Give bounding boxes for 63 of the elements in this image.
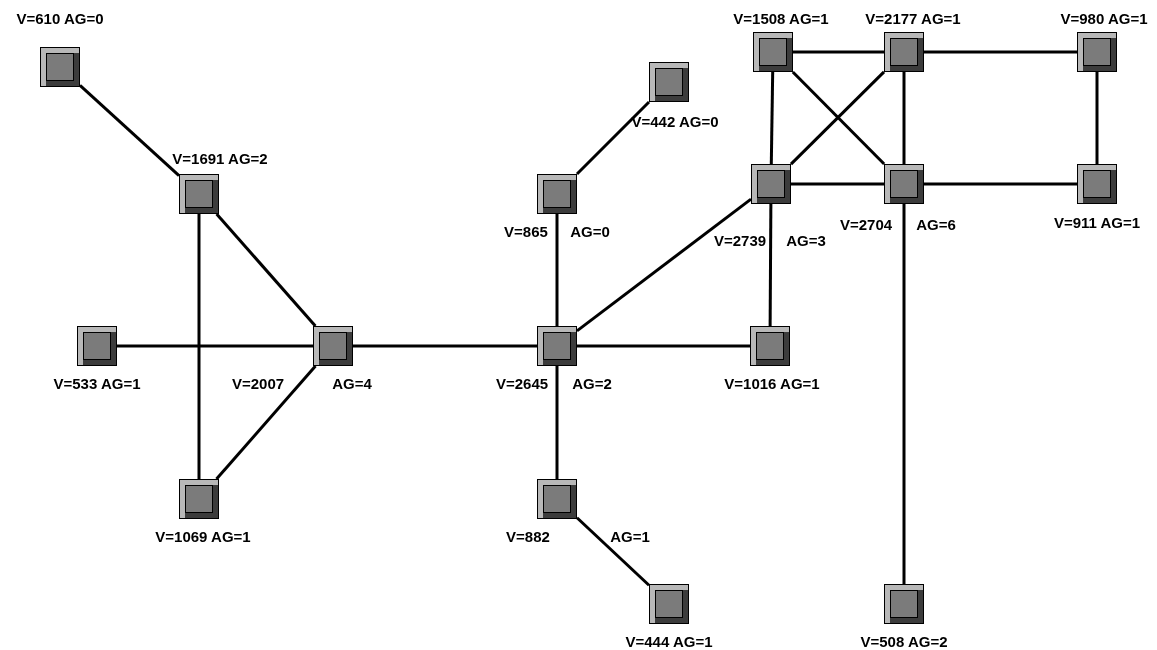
node-caption: V=2645 [495,374,549,392]
connector-line [793,50,884,54]
node-caption: V=882 [506,527,550,545]
node-caption: V=2704 [839,215,893,233]
node-caption: V=1069 AG=1 [155,527,251,545]
connector-line [1095,72,1099,164]
node-square [751,164,791,204]
connector-line [577,344,750,348]
node-square [77,326,117,366]
connector-line [791,182,884,186]
connector-line [575,100,651,176]
node-caption: V=508 AG=2 [860,632,948,650]
node-square [537,479,577,519]
connector-line [576,197,752,333]
node-caption: AG=2 [572,374,612,392]
node-caption: V=2739 [713,231,767,249]
node-caption: V=2007 [231,374,285,392]
node-caption: AG=1 [610,527,650,545]
connector-line [924,182,1077,186]
connector-line [902,72,906,164]
connector-line [575,516,651,587]
node-caption: V=1016 AG=1 [724,374,820,392]
node-caption: V=865 [504,222,548,240]
connector-line [215,365,317,480]
node-square [649,584,689,624]
node-square [753,32,793,72]
node-caption: V=610 AG=0 [16,9,104,27]
connector-line [555,366,559,479]
node-square [884,584,924,624]
node-caption: AG=3 [786,231,826,249]
node-caption: V=442 AG=0 [631,112,719,130]
connector-line [769,71,775,165]
node-square [884,32,924,72]
node-square [750,326,790,366]
node-square [537,174,577,214]
connector-line [79,84,180,177]
node-square [313,326,353,366]
node-square [1077,32,1117,72]
connector-line [117,344,313,348]
connector-line [902,204,906,584]
node-square [649,62,689,102]
node-caption: AG=6 [916,215,956,233]
node-square [40,47,80,87]
node-caption: V=444 AG=1 [625,632,713,650]
connector-line [197,214,201,479]
node-square [537,326,577,366]
connector-line [768,204,773,326]
connector-line [555,214,559,326]
node-caption: AG=0 [570,222,610,240]
connector-line [353,344,537,348]
node-caption: V=1508 AG=1 [733,9,829,27]
connector-line [215,213,317,327]
node-caption: V=533 AG=1 [53,374,141,392]
node-square [179,174,219,214]
node-caption: V=980 AG=1 [1060,9,1148,27]
node-caption: V=2177 AG=1 [865,9,961,27]
node-square [1077,164,1117,204]
node-caption: V=1691 AG=2 [172,149,268,167]
connector-line [924,50,1077,54]
node-caption: V=911 AG=1 [1053,213,1141,231]
node-caption: AG=4 [332,374,372,392]
node-square [179,479,219,519]
node-square [884,164,924,204]
